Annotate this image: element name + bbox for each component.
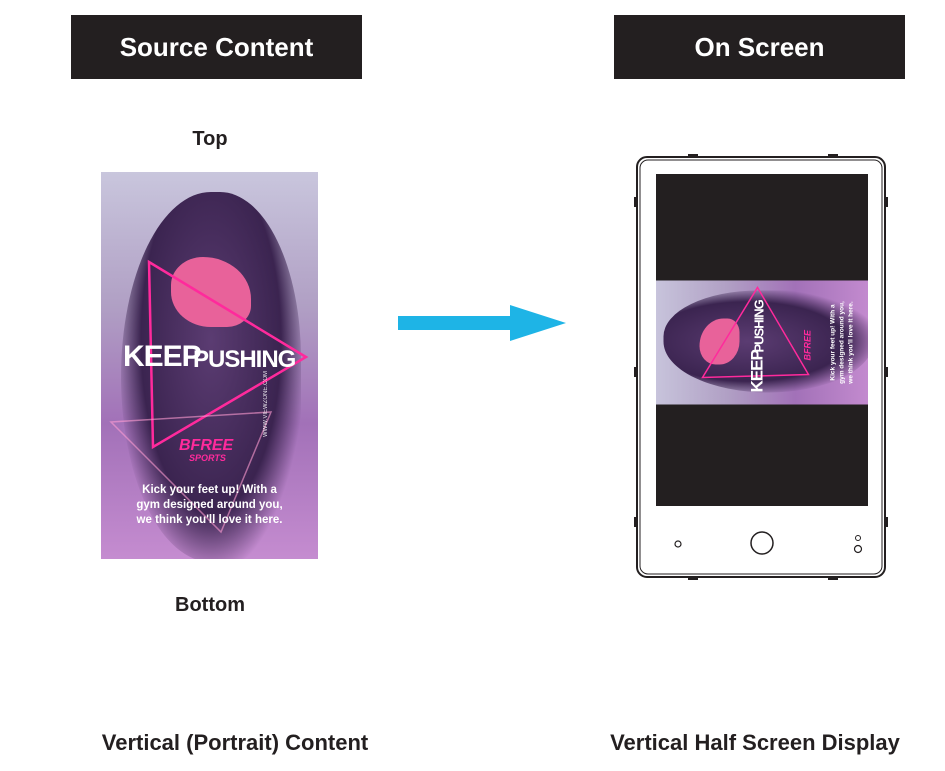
headline-pushing-small: PUSHING [751,300,767,353]
on-screen-header: On Screen [614,15,905,79]
top-label: Top [192,128,228,150]
tagline-line-3-small: we think you'll love it here. [847,301,855,384]
rotated-poster: KEEP PUSHING BFREE Kick your feet up! Wi… [656,280,868,405]
right-footer-caption: Vertical Half Screen Display [610,730,900,755]
brand-sub: SPORTS [189,453,226,463]
brand-name-small: BFREE [802,329,813,361]
headline-keep-small: KEEP [747,350,767,393]
tagline-line-1: Kick your feet up! With a [142,484,277,496]
tagline-line-1-small: Kick your feet up! With a [829,304,837,381]
right-arrow-icon [398,305,566,341]
source-content-header: Source Content [71,15,362,79]
headline-pushing: PUSHING [193,346,296,373]
bottom-label: Bottom [175,594,245,616]
left-footer-caption: Vertical (Portrait) Content [101,730,369,755]
tagline-line-2-small: gym designed around you, [838,301,846,384]
tagline-line-2: gym designed around you, [136,499,283,511]
headline-keep: KEEP [123,340,202,373]
tablet-screen: KEEP PUSHING BFREE Kick your feet up! Wi… [656,174,868,506]
portrait-poster: KEEP PUSHING BFREE SPORTS Kick your feet… [101,172,318,559]
triangle-graphic [109,259,309,534]
website-text: WWW.VIEWZONE.COM [263,371,269,437]
tagline-line-3: we think you'll love it here. [136,514,283,526]
triangle-graphic-small [701,286,810,379]
brand-name: BFREE [179,437,234,454]
